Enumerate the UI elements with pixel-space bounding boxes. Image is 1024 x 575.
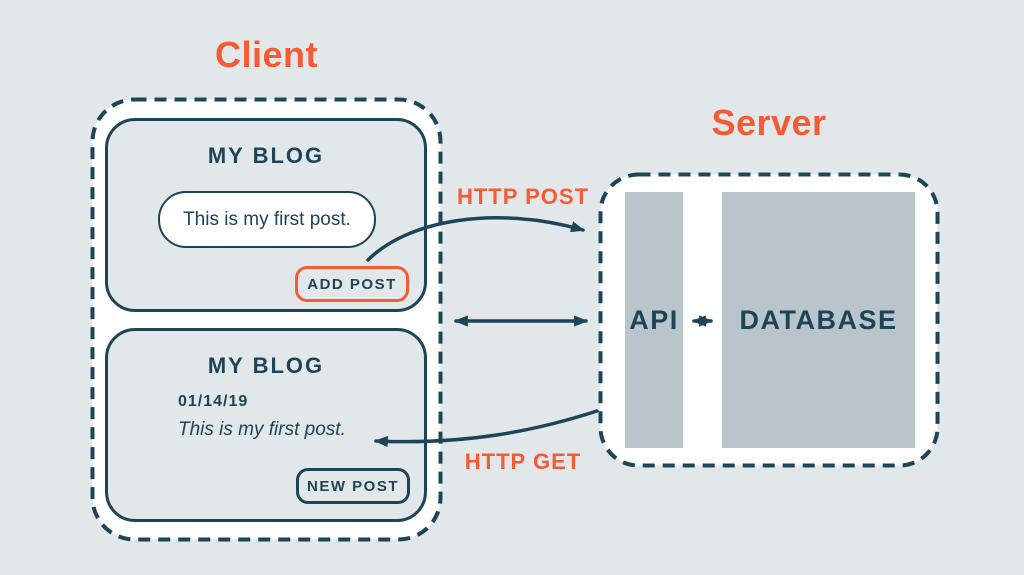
blog-title: MY BLOG	[207, 353, 325, 378]
new-post-button: NEW POST	[296, 468, 410, 504]
database-label: DATABASE	[739, 304, 898, 335]
add-post-button: ADD POST	[295, 266, 409, 302]
post-input-value: This is my first post.	[183, 208, 351, 230]
blog-title: MY BLOG	[207, 143, 325, 168]
http-get-label: HTTP GET	[464, 449, 582, 474]
post-text: This is my first post.	[178, 419, 346, 440]
http-post-label: HTTP POST	[456, 184, 590, 209]
client-section-label: Client	[214, 34, 318, 75]
api-label: API	[629, 304, 679, 335]
database-block: DATABASE	[722, 192, 915, 448]
api-block: API	[625, 192, 683, 448]
server-section-label: Server	[711, 102, 827, 143]
post-input-pill: This is my first post.	[158, 191, 376, 248]
blog-compose-card: MY BLOG This is my first post. ADD POST	[105, 118, 427, 312]
post-date: 01/14/19	[178, 393, 249, 410]
blog-feed-card: MY BLOG 01/14/19 This is my first post. …	[105, 328, 427, 522]
